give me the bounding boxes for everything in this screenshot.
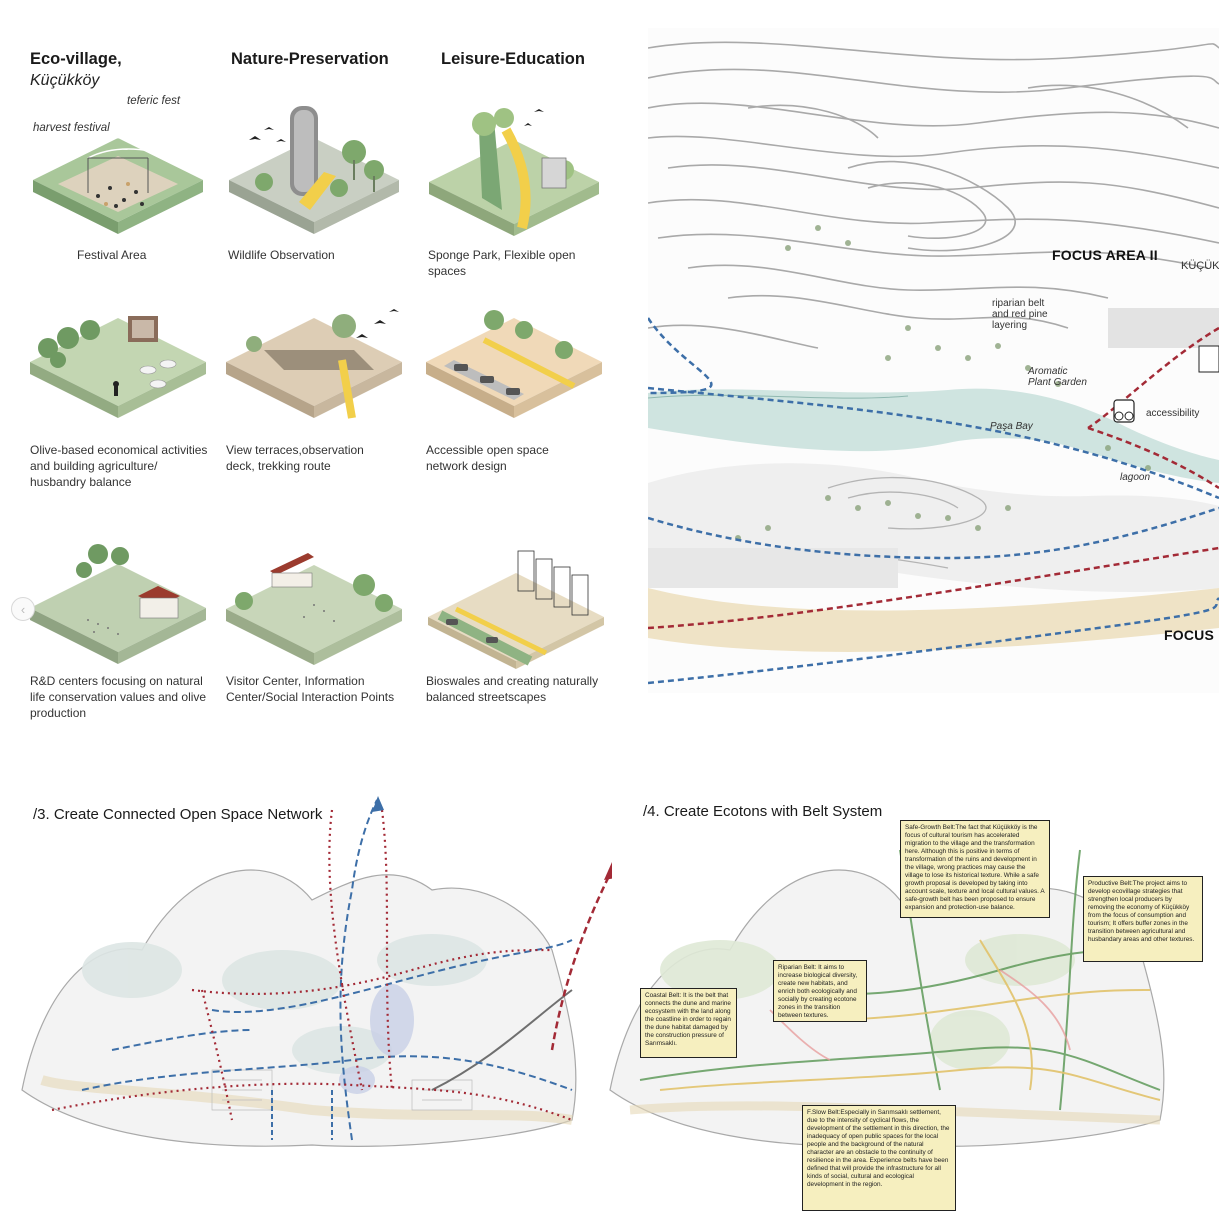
caption-festival-area: Festival Area: [77, 248, 147, 262]
kucukkoy-label: KÜÇÜK: [1181, 260, 1219, 272]
section-3-title: /3. Create Connected Open Space Network: [33, 806, 323, 823]
accessible-network-illustration: [424, 300, 604, 420]
note-safe-growth-belt: Safe-Growth Belt:The fact that Küçükköy …: [900, 820, 1050, 918]
leisure-education-title: Leisure-Education: [441, 50, 585, 68]
olive-agriculture-illustration: [28, 300, 208, 420]
note-slow-belt: F.Slow Belt:Especially in Sarımsaklı set…: [802, 1105, 956, 1211]
caption-bioswales: Bioswales and creating naturally balance…: [426, 674, 599, 704]
caption-olive-activities: Olive-based economical activities and bu…: [30, 443, 208, 489]
pasa-bay-label: Paşa Bay: [990, 421, 1033, 432]
note-riparian-belt: Riparian Belt: It aims to increase biolo…: [773, 960, 867, 1022]
sponge-park-illustration: [424, 100, 604, 240]
bioswales-illustration: [426, 545, 606, 670]
focus-area-perspective-map: [648, 28, 1219, 693]
lagoon-label: lagoon: [1120, 472, 1151, 483]
section-4-title: /4. Create Ecotons with Belt System: [643, 803, 883, 820]
caption-accessible-network: Accessible open space network design: [426, 443, 549, 473]
festival-area-illustration: [28, 118, 208, 238]
eco-village-title: Eco-village,: [30, 50, 122, 68]
note-coastal-belt: Coastal Belt: It is the belt that connec…: [640, 988, 737, 1058]
visitor-center-illustration: [224, 545, 404, 665]
wildlife-observation-illustration: [224, 92, 404, 238]
view-terraces-illustration: [224, 300, 404, 420]
open-space-network-plan: [12, 790, 612, 1210]
caption-visitor-center: Visitor Center, Information Center/Socia…: [226, 674, 395, 704]
note-productive-belt: Productive Belt:The project aims to deve…: [1083, 876, 1203, 962]
riparian-belt-label: riparian belt and red pine layering: [992, 298, 1048, 331]
caption-sponge-park: Sponge Park, Flexible open spaces: [428, 248, 576, 278]
harvest-festival-label: harvest festival: [33, 122, 110, 134]
carousel-prev-button[interactable]: ‹: [11, 597, 35, 621]
nature-preservation-title: Nature-Preservation: [231, 50, 389, 68]
focus-area-label: FOCUS: [1164, 627, 1214, 643]
eco-village-subtitle: Küçükköy: [30, 72, 100, 89]
caption-rnd-centers: R&D centers focusing on natural life con…: [30, 674, 207, 720]
aromatic-garden-label: Aromatic Plant Garden: [1028, 366, 1087, 388]
accessibility-label: accessibility: [1146, 408, 1200, 419]
teferic-fest-label: teferic fest: [127, 95, 181, 107]
caption-view-terraces: View terraces,observation deck, trekking…: [226, 443, 364, 473]
belt-system-plan: [600, 790, 1219, 1210]
caption-wildlife-observation: Wildlife Observation: [228, 248, 335, 262]
focus-area-ii-label: FOCUS AREA II: [1052, 247, 1158, 263]
rnd-centers-illustration: [28, 540, 208, 665]
